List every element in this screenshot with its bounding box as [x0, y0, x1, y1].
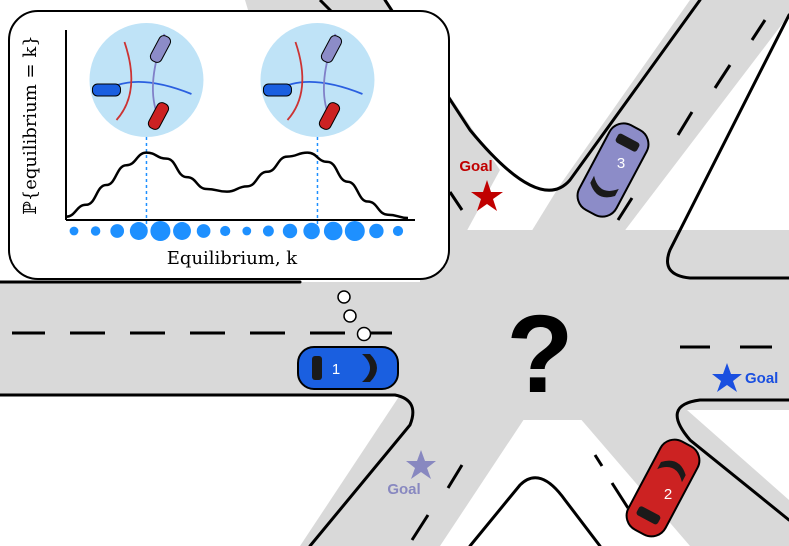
goal-purple: Goal [387, 450, 436, 498]
equilibrium-dot [323, 221, 343, 241]
equilibrium-dot [262, 225, 274, 237]
chart-y-label: ℙ{equilibrium = k} [20, 35, 41, 214]
car-3 [576, 122, 650, 218]
edge-right-lower [675, 398, 789, 522]
car-2-number: 2 [664, 486, 672, 503]
equilibrium-distribution-chart: ℙ{equilibrium = k} Equilibrium, k [20, 23, 415, 269]
road-horizontal-left [0, 282, 470, 395]
car-3-number: 3 [617, 155, 625, 172]
goal-purple-label: Goal [387, 481, 420, 498]
car-windshield [657, 460, 686, 483]
thought-dot [337, 290, 351, 304]
equilibrium-dot [220, 225, 231, 237]
trajectory-path [115, 41, 133, 121]
equilibrium-dot [242, 226, 252, 236]
lane-dash [750, 19, 767, 41]
car-rear-window [615, 133, 640, 152]
goal-red-label: Goal [459, 158, 492, 175]
inset-car [318, 102, 341, 130]
inset-car [149, 35, 172, 63]
car-rear-window [636, 506, 661, 525]
equilibrium-dot [173, 222, 191, 240]
road-top-right-diagonal [520, 0, 789, 250]
inset-car [320, 35, 343, 63]
goal-red-star-icon [471, 180, 503, 211]
lane-dash [713, 64, 732, 89]
equilibrium-dot [369, 223, 384, 239]
equilibria-dots [69, 221, 404, 241]
uncertainty-question-mark: ? [506, 293, 573, 416]
car-2 [625, 438, 701, 538]
equilibrium-dot [69, 226, 79, 236]
equilibrium-dot [196, 224, 211, 238]
thought-dot [356, 326, 372, 342]
goal-blue: Goal [712, 363, 778, 392]
equilibrium-dot [129, 222, 148, 240]
edge-right-upper [666, 13, 789, 280]
equilibrium-dot [110, 224, 125, 238]
scenario-insets [89, 23, 375, 137]
scenario-inset-circle [89, 23, 204, 137]
chart-x-label: Equilibrium, k [167, 248, 299, 269]
inset-car [91, 83, 121, 97]
lane-dash [446, 464, 464, 489]
equilibrium-dot [150, 221, 171, 241]
lane-dash [410, 514, 430, 541]
equilibrium-dot [282, 223, 298, 239]
distribution-curve [65, 151, 409, 220]
edge-top-diag-right [383, 0, 702, 192]
car-windshield [590, 175, 619, 198]
trajectory-path [286, 41, 304, 121]
car-1: 1 [297, 346, 399, 390]
lane-dash [676, 111, 694, 136]
lane-markings [12, 0, 772, 541]
goal-red: Goal [459, 158, 503, 211]
lane-dash [593, 454, 604, 467]
car-windshield [362, 354, 377, 382]
equilibrium-dot [392, 225, 404, 237]
lane-dash [610, 482, 630, 509]
lane-dash [448, 191, 464, 211]
goal-blue-star-icon [712, 363, 742, 392]
peak-guide-lines [145, 137, 319, 231]
equilibrium-dot [303, 222, 320, 240]
goal-blue-label: Goal [745, 370, 778, 387]
goal-purple-star-icon [406, 450, 436, 479]
thought-dot [343, 309, 357, 323]
thought-bubble: ℙ{equilibrium = k} Equilibrium, k [8, 10, 450, 280]
equilibrium-dot [344, 221, 365, 241]
inset-car [262, 83, 292, 97]
thought-trail [337, 290, 372, 342]
lane-dash [616, 197, 634, 221]
edge-bottom-mid [468, 476, 602, 546]
car-1-number: 1 [332, 361, 340, 378]
scenario-inset-circle [260, 23, 375, 137]
road-center-area [420, 230, 680, 420]
inset-car [147, 102, 170, 130]
equilibrium-dot [90, 226, 101, 236]
car-rear-window [312, 356, 322, 380]
edge-left-bottom [0, 393, 415, 546]
